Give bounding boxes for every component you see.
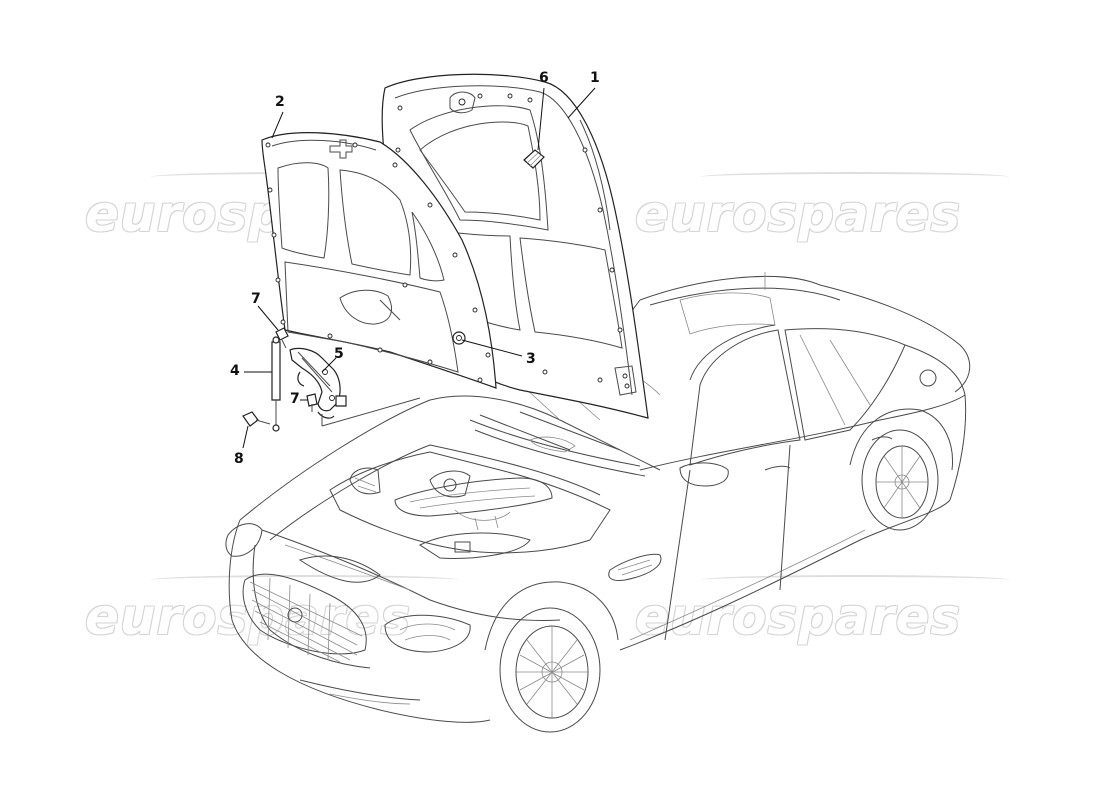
callout-8: 8 <box>234 451 244 467</box>
small-parts <box>242 327 421 432</box>
callout-2: 2 <box>275 94 285 110</box>
leader-6 <box>537 87 545 151</box>
leader-2 <box>271 111 284 139</box>
leader-7a <box>257 305 279 331</box>
watermark-bottom-left: eurospares <box>85 588 412 646</box>
insulation-panel-part-2 <box>261 132 497 389</box>
callout-6: 6 <box>539 70 549 86</box>
leader-1 <box>567 87 596 119</box>
leader-8 <box>242 425 249 449</box>
watermark-swoosh <box>700 172 1010 182</box>
leader-lines <box>242 87 596 449</box>
callout-7-upper: 7 <box>251 291 261 307</box>
watermark-bottom-right: eurospares <box>635 588 962 646</box>
callout-3: 3 <box>526 351 536 367</box>
callout-4: 4 <box>230 363 240 379</box>
leader-3 <box>461 339 523 357</box>
watermark-top-right: eurospares <box>635 185 962 243</box>
watermark-swoosh <box>700 575 1010 585</box>
watermark-swoosh <box>150 575 460 585</box>
callout-7-lower: 7 <box>290 391 300 407</box>
car-body <box>225 272 970 733</box>
callout-1: 1 <box>590 70 600 86</box>
leader-5 <box>321 357 337 373</box>
callout-5: 5 <box>334 346 344 362</box>
